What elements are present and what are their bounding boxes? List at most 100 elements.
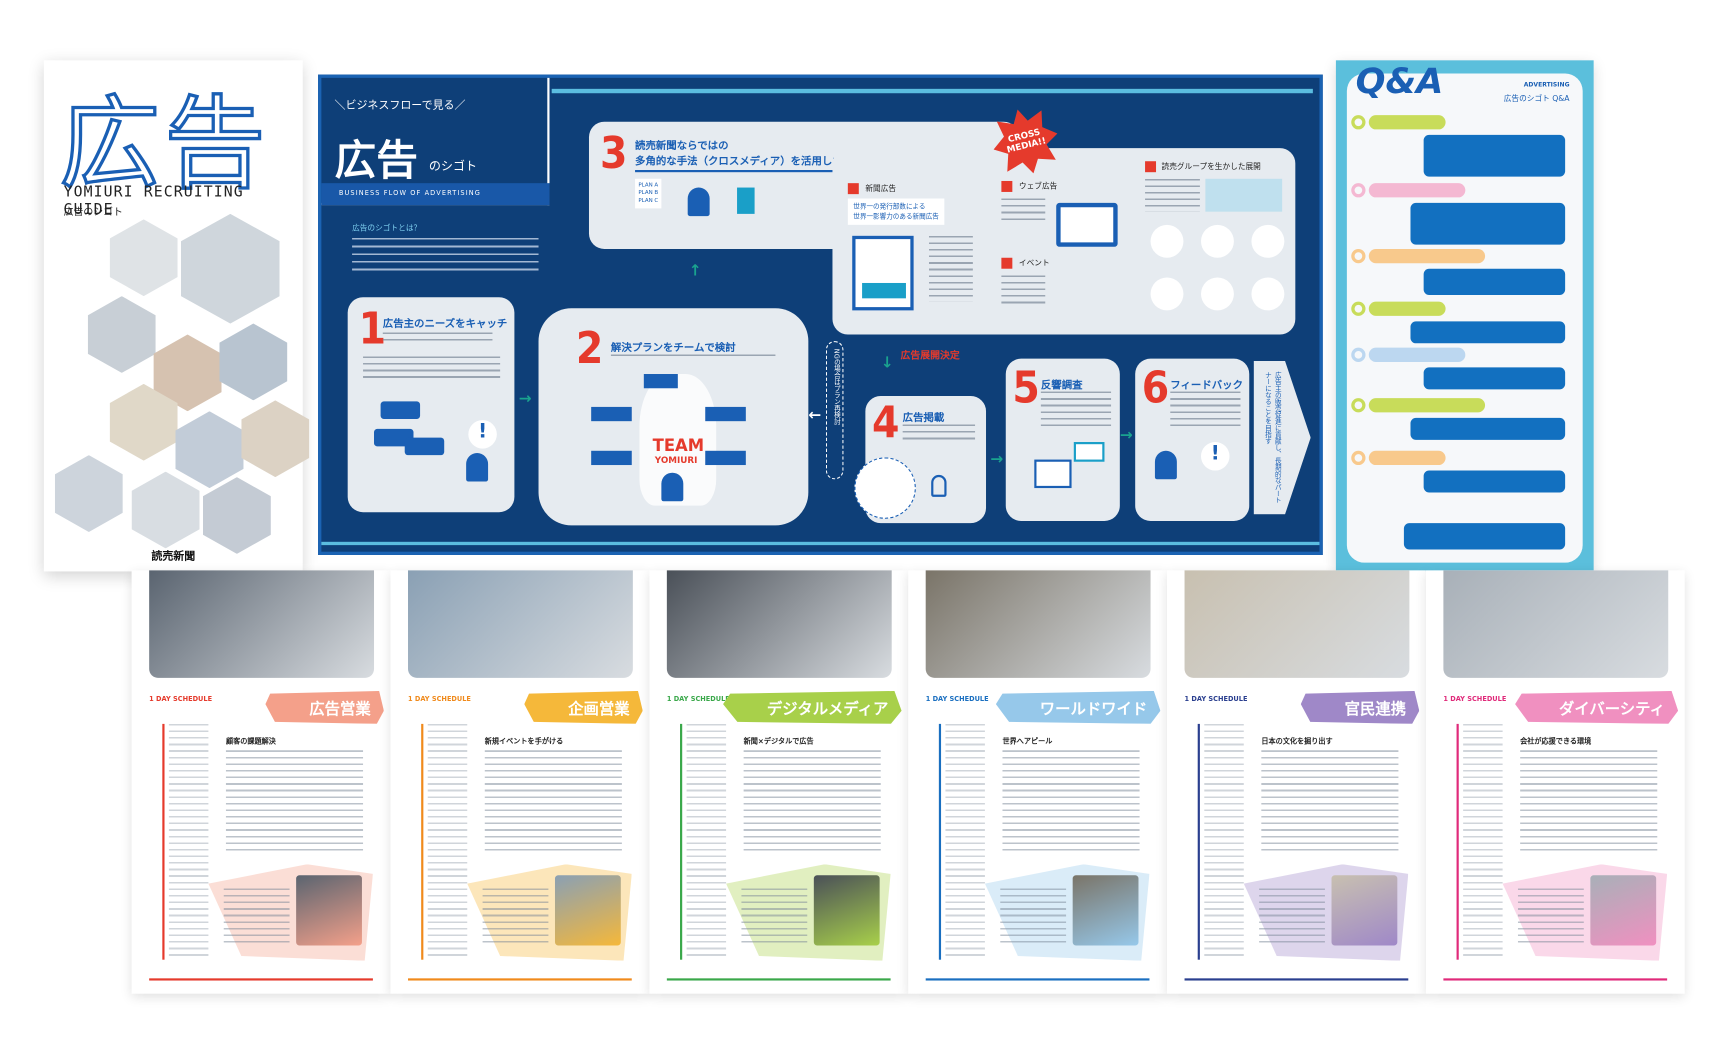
newspaper-icon xyxy=(852,235,914,311)
person-icon xyxy=(687,187,710,217)
media-panel: 新聞広告 世界一の発行部数による世界一影響力のある新聞広告 ウェブ広告 イベント… xyxy=(832,148,1296,335)
exclamation-icon: ! xyxy=(468,420,497,449)
cover-subtitle-ja: 広告のシゴト xyxy=(63,207,123,219)
question-avatar-icon xyxy=(1351,183,1366,198)
inset-photo xyxy=(296,875,362,946)
answer-bubble xyxy=(1410,417,1566,440)
business-flow-spread: ＼ビジネスフローで見る／ 広告 のシゴト BUSINESS FLOW OF AD… xyxy=(318,74,1323,555)
schedule-label: 1 DAY SCHEDULE xyxy=(666,695,730,704)
step-4-card: 4 広告掲載 xyxy=(854,395,987,524)
page-lead: 世界へアピール xyxy=(1002,737,1053,746)
spread-title-box: ＼ビジネスフローで見る／ 広告 のシゴト BUSINESS FLOW OF AD… xyxy=(321,77,550,206)
question-avatar-icon xyxy=(1351,398,1366,413)
cover-title: 広告 xyxy=(58,84,270,205)
inset-photo xyxy=(813,875,880,946)
schedule-label: 1 DAY SCHEDULE xyxy=(149,695,213,704)
job-page-3: 1 DAY SCHEDULE デジタルメディア 新聞×デジタルで広告 xyxy=(649,570,909,994)
person-icon xyxy=(661,472,684,502)
job-page-1: 1 DAY SCHEDULE 広告営業 顧客の課題解決 xyxy=(131,570,391,994)
footer-rule xyxy=(408,978,632,981)
question-avatar-icon xyxy=(1351,301,1366,316)
kicker: ＼ビジネスフローで見る／ xyxy=(334,99,466,112)
page-photo xyxy=(408,570,633,678)
question-avatar-icon xyxy=(1351,115,1366,130)
media-4-label: 読売グループを生かした展開 xyxy=(1161,162,1261,172)
media-3-label: イベント xyxy=(1018,258,1050,268)
inset-photo xyxy=(1331,875,1398,946)
timeline xyxy=(1197,723,1200,960)
team-label-2: YOMIURI xyxy=(654,455,698,466)
step-6-title: フィードバック xyxy=(1170,379,1244,392)
schedule-label: 1 DAY SCHEDULE xyxy=(1184,695,1248,704)
media-1-label: 新聞広告 xyxy=(865,184,897,194)
timeline xyxy=(1456,723,1459,960)
step-4-title: 広告掲載 xyxy=(902,412,945,425)
schedule-label: 1 DAY SCHEDULE xyxy=(408,695,471,704)
job-page-5: 1 DAY SCHEDULE 官民連携 日本の文化を掘り出す xyxy=(1166,570,1426,994)
answer-bubble xyxy=(1423,268,1566,296)
page-heading: ダイバーシティ xyxy=(1515,690,1679,724)
cover-page: 広告 YOMIURI RECRUITING GUIDE 広告のシゴト 読売新聞 xyxy=(43,60,310,572)
footer-rule xyxy=(149,978,373,981)
spread-title: 広告 xyxy=(334,136,418,185)
final-arrow: 広告主の販売促進に貢献し、長期的なパートナーになることを目指す xyxy=(1253,360,1311,515)
page-photo xyxy=(1443,570,1669,678)
page-lead: 顧客の課題解決 xyxy=(225,737,276,746)
question-avatar-icon xyxy=(1351,347,1366,362)
page-photo xyxy=(149,570,375,678)
qa-title: 広告のシゴト Q&A xyxy=(1503,94,1570,104)
monitor-icon xyxy=(1056,202,1118,247)
job-page-6: 1 DAY SCHEDULE ダイバーシティ 会社が応援できる環境 xyxy=(1425,570,1685,994)
step-2-card: 2 解決プランをチームで検討 TEAM YOMIURI xyxy=(538,308,809,526)
job-page-4: 1 DAY SCHEDULE ワールドワイド 世界へアピール xyxy=(908,570,1167,994)
answer-bubble xyxy=(1410,202,1566,245)
page-photo xyxy=(925,570,1151,678)
step-1-title: 広告主のニーズをキャッチ xyxy=(382,318,508,331)
team-label: TEAM xyxy=(652,435,705,456)
page-photo xyxy=(666,570,892,678)
arrow-down-icon: ↓ xyxy=(880,354,894,372)
arrow-icon: → xyxy=(990,450,1004,469)
question-bubble xyxy=(1368,248,1486,264)
exclamation-icon: ! xyxy=(1200,442,1230,471)
question-bubble xyxy=(1368,183,1466,198)
person-icon xyxy=(1154,450,1177,480)
answer-bubble xyxy=(1423,470,1566,493)
decision-label: 広告展開決定 xyxy=(900,350,960,362)
question-bubble xyxy=(1368,301,1446,316)
question-bubble xyxy=(1368,450,1446,466)
step-1-card: 1 広告主のニーズをキャッチ ! xyxy=(347,297,515,513)
spread-title-suffix: のシゴト xyxy=(428,159,478,174)
cover-subtitle: YOMIURI RECRUITING GUIDE xyxy=(63,183,244,219)
step-5-title: 反響調査 xyxy=(1040,379,1083,392)
question-bubble xyxy=(1368,115,1446,130)
timeline xyxy=(938,723,942,960)
timeline xyxy=(421,723,424,960)
timeline xyxy=(162,723,165,960)
page-lead: 新規イベントを手がける xyxy=(484,737,564,746)
schedule-label: 1 DAY SCHEDULE xyxy=(925,695,989,704)
footer-rule xyxy=(1184,978,1409,981)
footer-rule xyxy=(666,978,891,981)
schedule-label: 1 DAY SCHEDULE xyxy=(1443,695,1507,704)
qa-page: Q&A ADVERTISING 広告のシゴト Q&A xyxy=(1335,60,1594,572)
arrow-up-icon: ↑ xyxy=(688,262,702,280)
job-page-2: 1 DAY SCHEDULE 企画営業 新規イベントを手がける xyxy=(390,570,650,994)
page-lead: 新聞×デジタルで広告 xyxy=(743,737,814,746)
page-heading: 広告営業 xyxy=(265,690,384,724)
question-bubble xyxy=(1368,347,1466,362)
english-subtitle: BUSINESS FLOW OF ADVERTISING xyxy=(321,183,550,206)
inset-photo xyxy=(1072,875,1139,946)
newspaper-reader-icon xyxy=(1034,459,1072,489)
answer-bubble xyxy=(1410,321,1566,344)
survey-screen-icon xyxy=(1073,442,1105,462)
answer-bubble xyxy=(1423,367,1566,390)
newspaper-claim: 世界一の発行部数による世界一影響力のある新聞広告 xyxy=(847,198,945,225)
intro-heading: 広告のシゴトとは？ xyxy=(352,223,422,233)
step-6-card: 6 フィードバック ! xyxy=(1135,358,1250,521)
step-2-title: 解決プランをチームで検討 xyxy=(610,342,736,355)
qr-code-footer xyxy=(1403,523,1566,550)
question-avatar-icon xyxy=(1351,450,1366,466)
page-heading: ワールドワイド xyxy=(995,690,1161,724)
